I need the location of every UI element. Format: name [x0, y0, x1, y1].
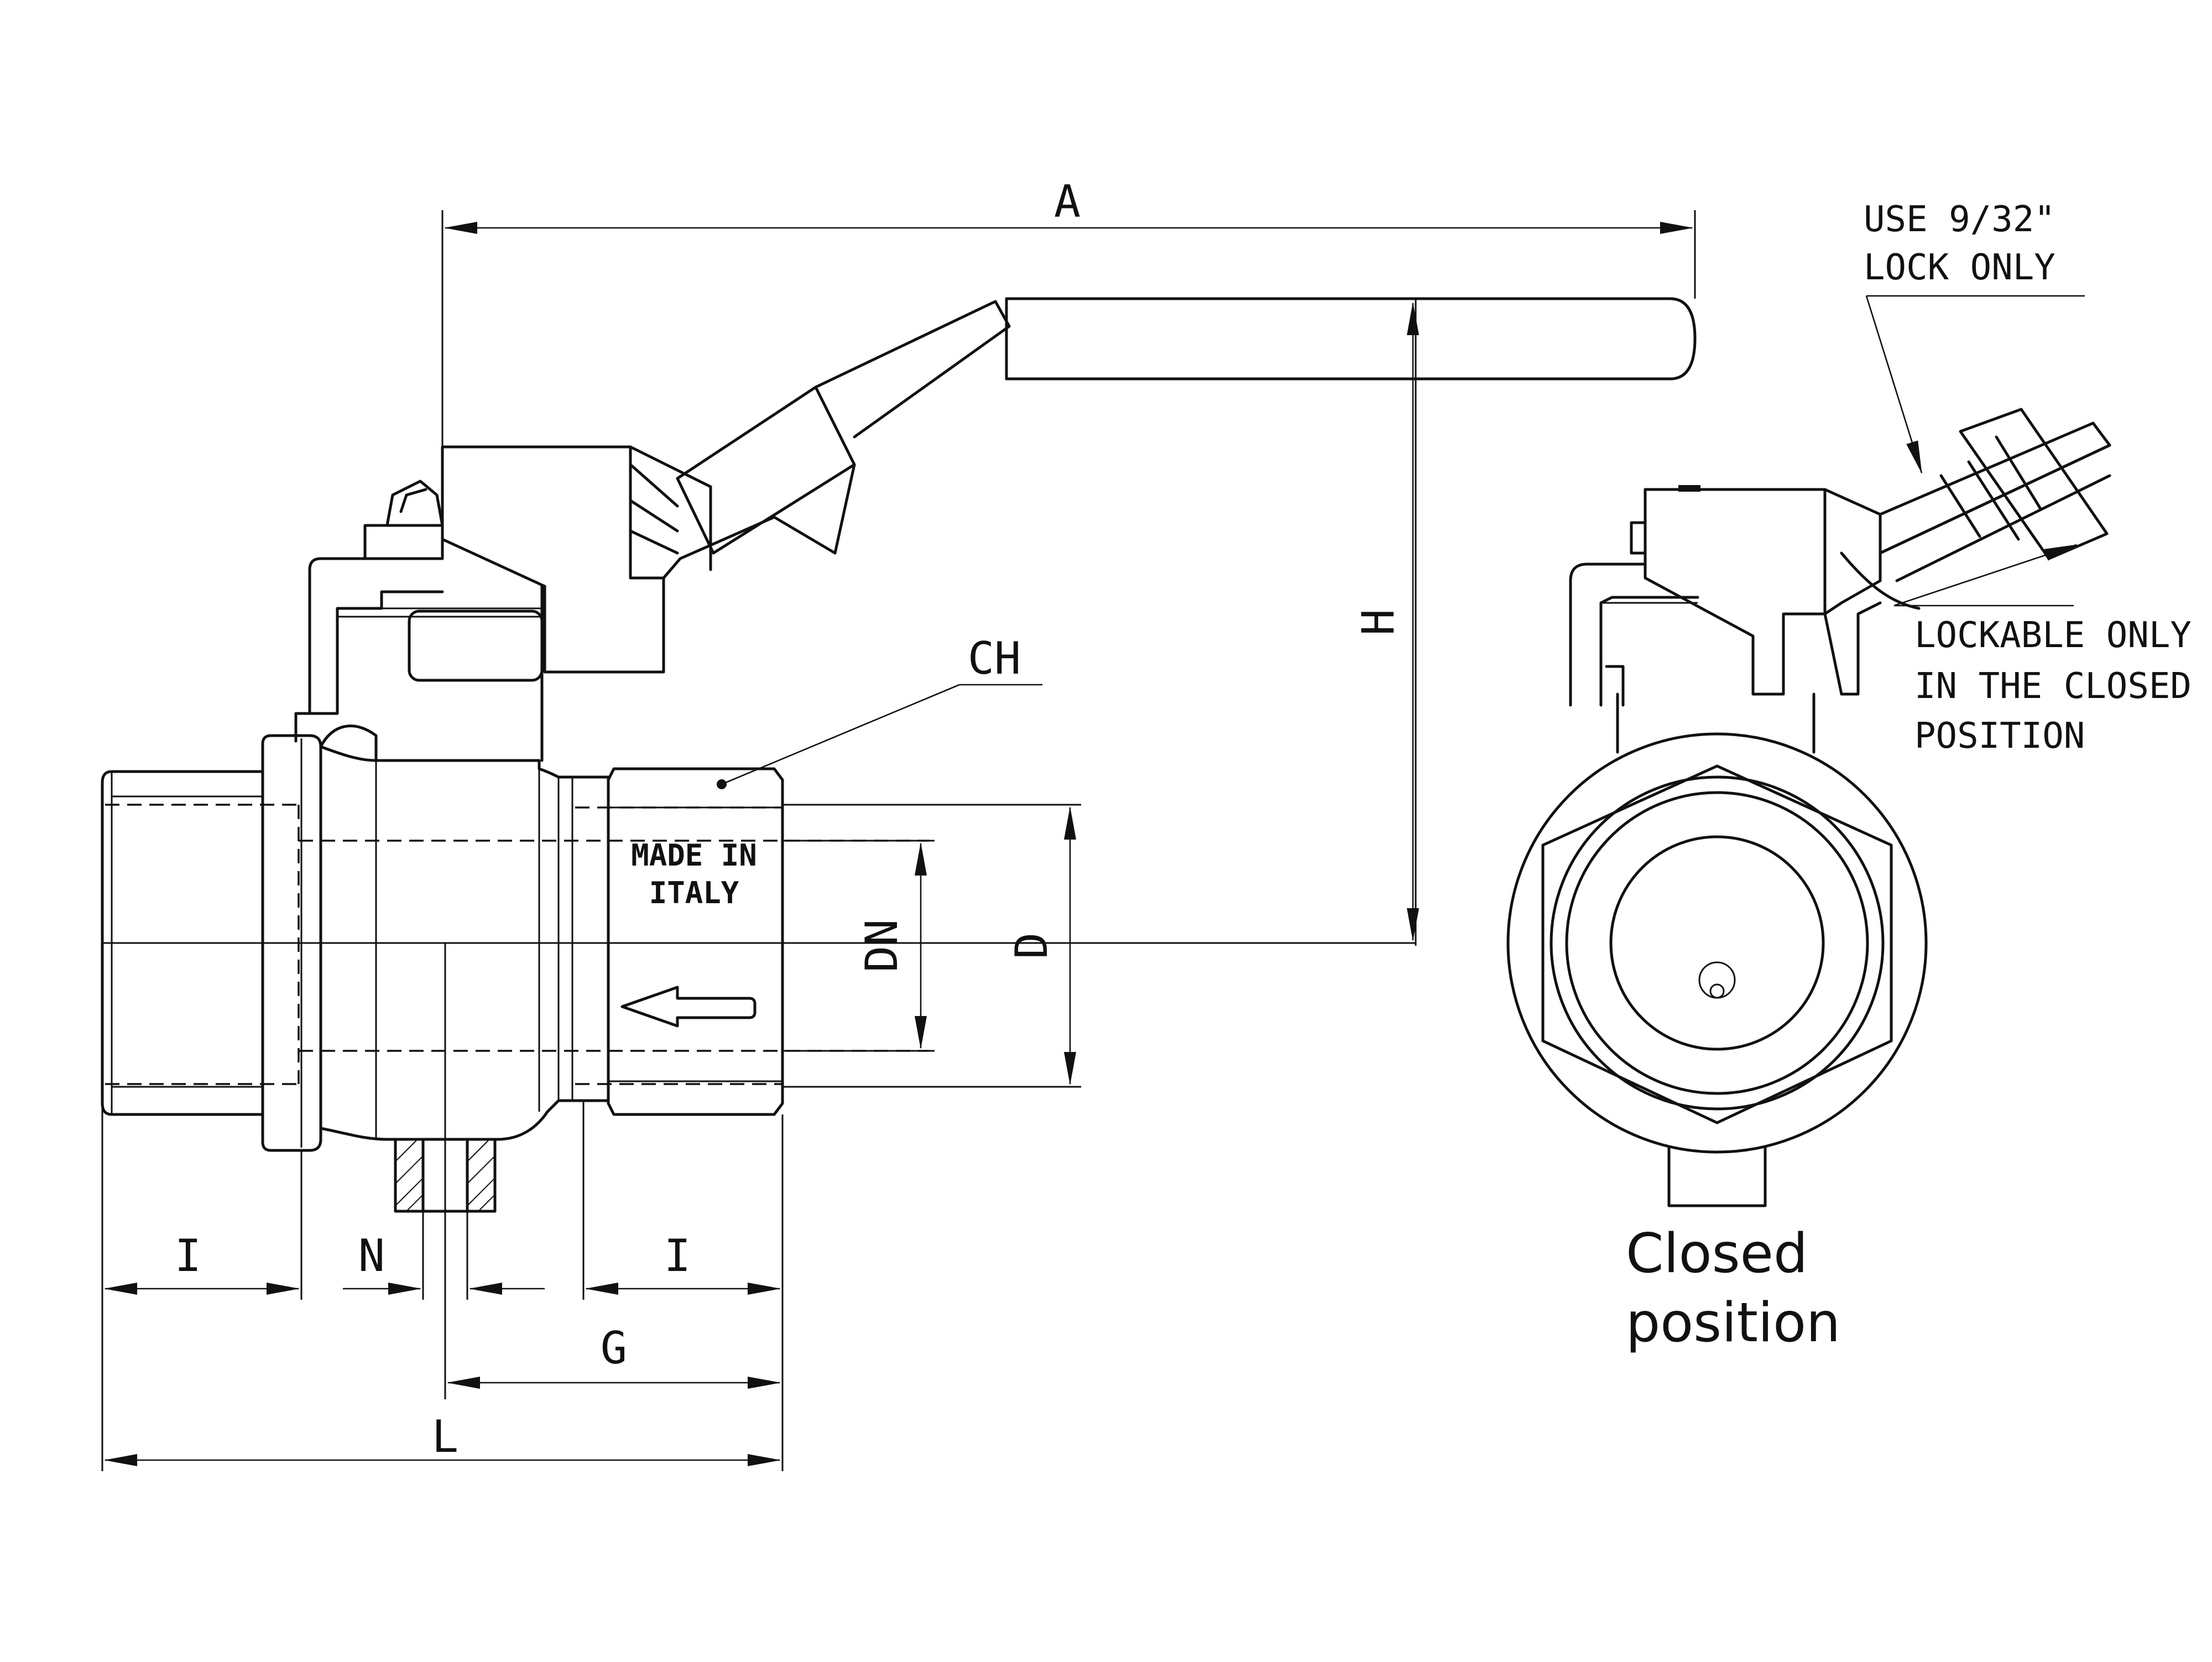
dimension-i-left-label: I [175, 1230, 201, 1281]
lever-handle [441, 297, 1697, 674]
dimension-a-label: A [1054, 176, 1081, 227]
flow-arrow-icon [620, 986, 757, 1028]
ch-label: CH [968, 633, 1021, 684]
lockable-note-leader [1893, 544, 2078, 607]
notes: USE 9/32" LOCK ONLY LOCKABLE ONLY IN THE… [1626, 199, 2192, 1354]
dimension-n-label: N [358, 1230, 385, 1281]
dimension-d-label: D [1006, 932, 1057, 959]
dimension-i-right-label: I [664, 1230, 691, 1281]
lock-plate [1959, 408, 2109, 560]
front-view [1506, 408, 2111, 1207]
dimension-h-label: H [1353, 609, 1404, 635]
hex-outline [1541, 764, 1893, 1124]
lock-note-line1: USE 9/32" [1864, 199, 2056, 240]
lock-note-line2: LOCK ONLY [1864, 247, 2056, 288]
made-in-text-line1: MADE IN [631, 838, 757, 873]
dimensions: A H CH DN D I N I [101, 176, 1696, 1471]
side-view: MADE IN ITALY [101, 297, 1697, 1213]
dimension-dn-label: DN [856, 919, 907, 972]
made-in-text-line2: ITALY [649, 876, 739, 910]
lock-note-leader [1865, 295, 1923, 474]
lockable-note-line3: POSITION [1914, 716, 2085, 757]
caption-line1: Closed [1626, 1222, 1808, 1285]
dimension-g-label: G [601, 1322, 627, 1374]
central-body [319, 725, 610, 1141]
stem-cap [294, 480, 545, 762]
lockable-note-line1: LOCKABLE ONLY [1914, 615, 2192, 656]
ch-leader-line [721, 684, 960, 785]
lockable-note-line2: IN THE CLOSED [1914, 666, 2192, 707]
caption-line2: position [1626, 1291, 1840, 1354]
bore-hidden-lines [105, 804, 929, 1085]
right-hex-end: MADE IN ITALY [607, 767, 784, 1116]
dimension-l-label: L [432, 1411, 458, 1462]
